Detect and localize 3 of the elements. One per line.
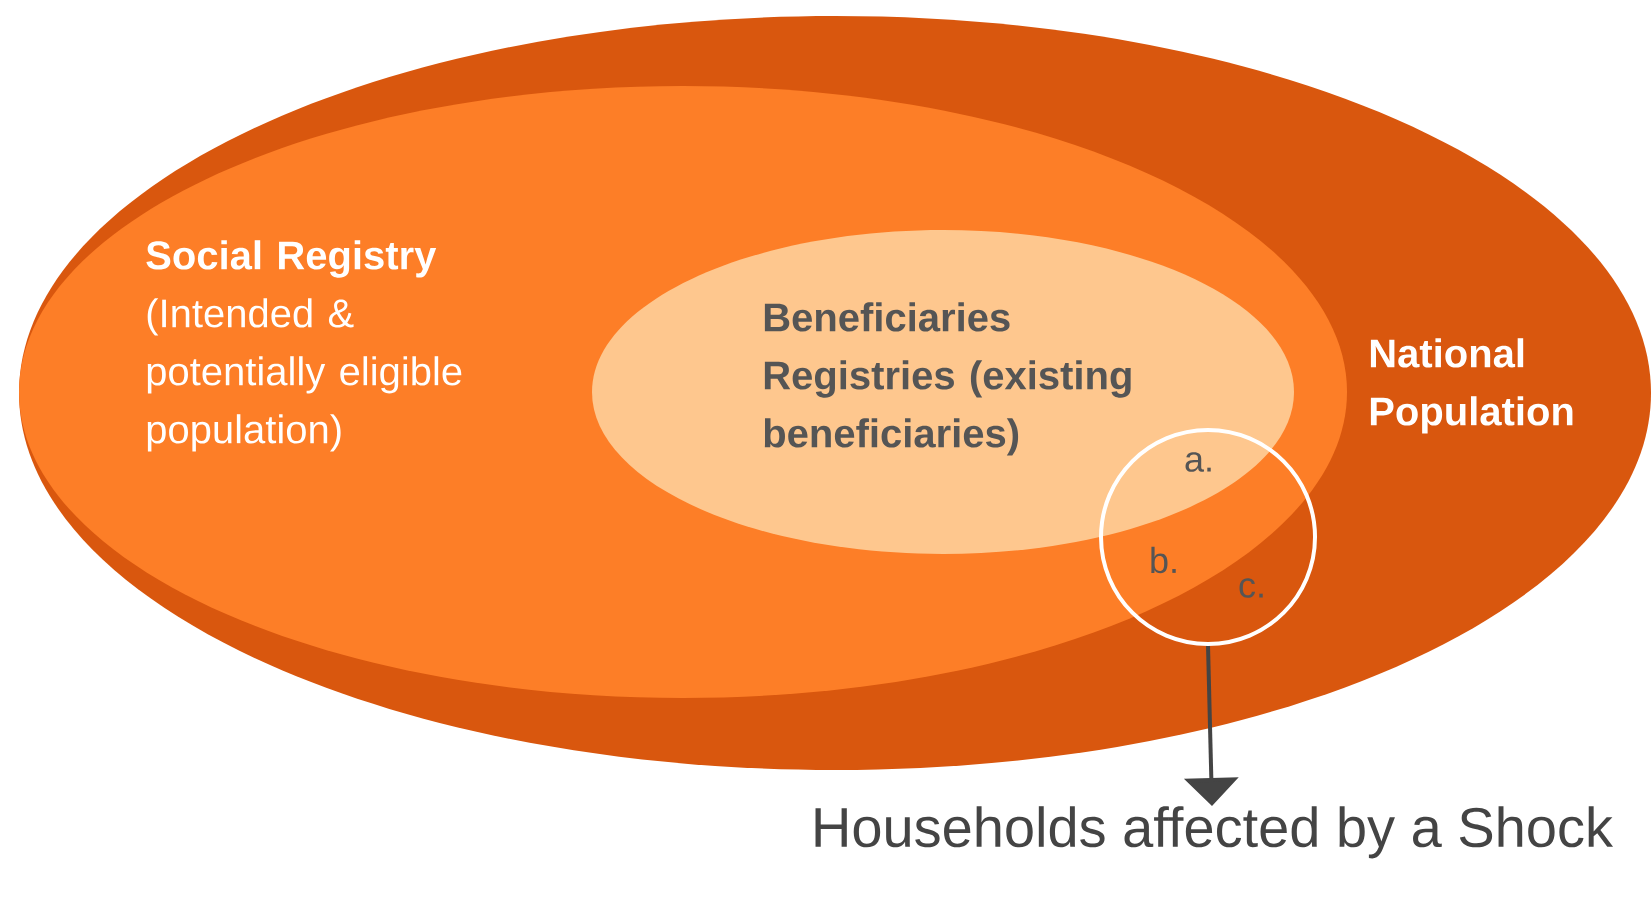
- caption-text: Households affected by a Shock: [815, 806, 1614, 859]
- region-letter: a.: [1185, 452, 1211, 472]
- region-letter: c.: [1239, 578, 1263, 598]
